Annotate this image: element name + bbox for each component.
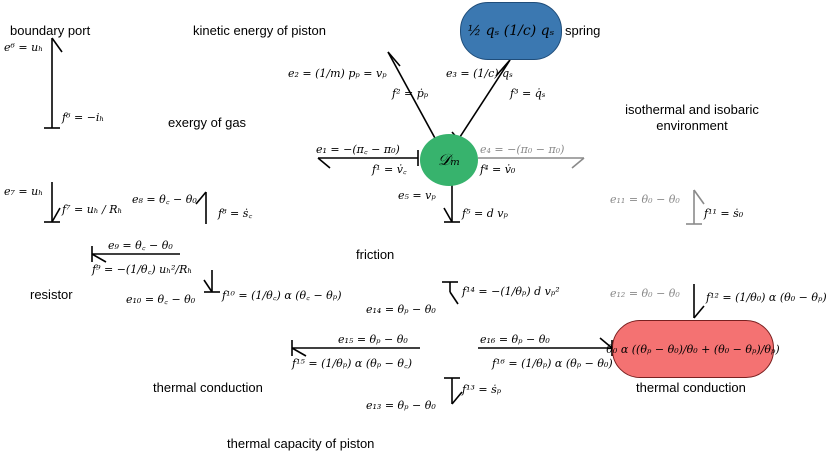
label-thermal-capacity: thermal capacity of piston	[227, 436, 375, 451]
eq-e16: e₁₆ = θₚ − θ₀	[480, 333, 550, 346]
bond-friction	[443, 184, 460, 223]
bond-entropy-gas	[195, 191, 207, 224]
conduction-node: θ₀ α ((θₚ − θ₀)/θ₀ + (θ₀ − θₚ)/θₚ)	[606, 320, 780, 378]
bond-friction-entropy	[442, 281, 459, 305]
eq-f2: f² = ṗₚ	[392, 87, 429, 100]
eq-f14: f¹⁴ = −(1/θₚ) d vₚ²	[462, 285, 560, 298]
bond-environment-entropy	[686, 189, 705, 225]
label-spring: spring	[565, 23, 601, 38]
label-thermal-conduction-right: thermal conduction	[636, 380, 746, 395]
bond-kinetic-energy	[387, 51, 437, 141]
bond-boundary-port	[44, 37, 63, 129]
label-thermal-conduction-left: thermal conduction	[153, 380, 263, 395]
eq-f1: f¹ = v̇꜀	[372, 163, 407, 176]
eq-e10: e₁₀ = θ꜀ − θ₀	[126, 293, 196, 306]
eq-e5: e₅ = vₚ	[398, 189, 436, 202]
eq-e11: e₁₁ = θ₀ − θ₀	[610, 193, 680, 206]
bond-conduction-left	[291, 340, 420, 357]
label-isothermal-environment: isothermal and isobaric environment	[625, 102, 759, 133]
eq-f10: f¹⁰ = (1/θ꜀) α (θ꜀ − θₚ)	[222, 289, 342, 302]
label-boundary-port: boundary port	[10, 23, 91, 38]
eq-f13: f¹³ = ṡₚ	[462, 383, 502, 396]
eq-f12: f¹² = (1/θ₀) α (θ₀ − θₚ)	[706, 291, 827, 304]
bond-resistor	[91, 246, 180, 263]
eq-e7: e₇ = uₕ	[4, 185, 43, 198]
eq-e4: e₄ = −(π₀ − π₀)	[480, 143, 565, 156]
eq-f11: f¹¹ = ṡ₀	[704, 207, 744, 220]
eq-e8: e₈ = θ꜀ − θ₀	[132, 193, 197, 206]
dirac-structure-node: 𝒟ₘ	[420, 134, 478, 186]
eq-f7: f⁷ = uₕ / Rₕ	[62, 203, 123, 216]
eq-f15: f¹⁵ = (1/θₚ) α (θₚ − θ꜀)	[292, 357, 413, 370]
eq-f6: f⁶ = −iₕ	[62, 111, 105, 124]
eq-f16: f¹⁶ = (1/θₚ) α (θₚ − θ₀)	[492, 357, 613, 370]
bond-environment	[478, 157, 585, 169]
eq-f3: f³ = q̇ₛ	[510, 87, 546, 100]
eq-f9: f⁹ = −(1/θ꜀) uₕ²/Rₕ	[92, 263, 193, 276]
eq-e1: e₁ = −(π꜀ − π₀)	[316, 143, 400, 156]
bond-thermal-capacity	[444, 377, 463, 405]
label-kinetic-energy: kinetic energy of piston	[193, 23, 326, 38]
bond-environment-conduction	[693, 284, 705, 319]
bond-resistor-port	[44, 182, 61, 223]
eq-f4: f⁴ = v̇₀	[480, 163, 516, 176]
eq-e14: e₁₄ = θₚ − θ₀	[366, 303, 436, 316]
eq-e15: e₁₅ = θₚ − θ₀	[338, 333, 408, 346]
eq-e9: e₉ = θ꜀ − θ₀	[108, 239, 173, 252]
spring-node: ½ qₛ (1/c) qₛ	[460, 2, 562, 60]
eq-e2: e₂ = (1/m) pₚ = vₚ	[288, 67, 387, 80]
bond-exergy-gas	[317, 150, 419, 169]
label-friction: friction	[356, 247, 395, 262]
eq-f5: f⁵ = d vₚ	[462, 207, 508, 220]
eq-e13: e₁₃ = θₚ − θ₀	[366, 399, 436, 412]
bond-gas-conduction	[203, 270, 220, 293]
eq-e12: e₁₂ = θ₀ − θ₀	[610, 287, 680, 300]
eq-e6: e⁶ = uₕ	[4, 41, 43, 54]
eq-e3: e₃ = (1/c) qₛ	[446, 67, 513, 80]
label-exergy-gas: exergy of gas	[168, 115, 247, 130]
eq-f8: f⁸ = ṡ꜀	[218, 207, 253, 220]
label-resistor: resistor	[30, 287, 73, 302]
